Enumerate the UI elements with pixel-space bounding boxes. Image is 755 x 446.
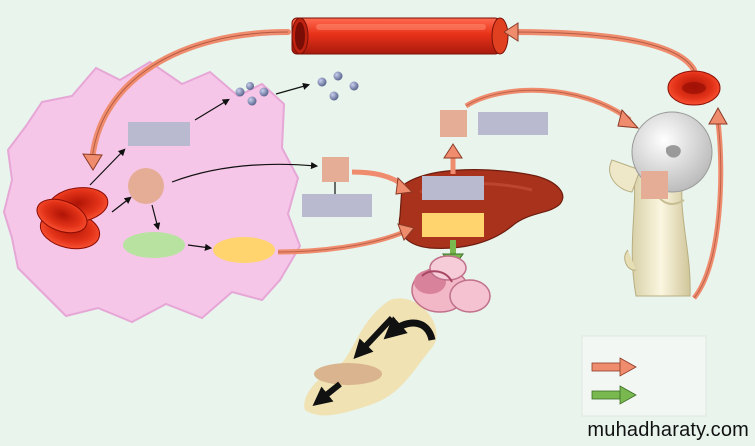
bilirubin-oval (213, 237, 275, 263)
arrow-liver-to-bone-head (617, 108, 640, 129)
arrow-bone-to-rbc-head (708, 106, 728, 125)
transport-peach-box (322, 157, 349, 182)
biliverdin-oval (123, 232, 185, 258)
legend-green-arrow (591, 385, 637, 405)
intestine (411, 255, 491, 313)
arrow-rbc-to-vessel-head (503, 22, 519, 42)
stercobilin-oval (314, 363, 382, 385)
arrow-rbc-to-vessel (509, 29, 697, 73)
legend (581, 335, 707, 417)
legend-orange-arrow (591, 357, 637, 377)
arrow-biliverdin-to-bilirubin (187, 243, 213, 251)
arrow-bilirubin-to-liver-head (397, 223, 415, 241)
transport-label-box (302, 194, 372, 217)
bone-peach-box (641, 171, 668, 199)
arrow-rbc-to-labelbox (89, 148, 126, 186)
liver-top-label-box (478, 112, 548, 135)
reabsorption-curved-arrow (383, 316, 436, 342)
liver-label-box (422, 176, 484, 200)
bone (609, 111, 713, 297)
arrow-heme-to-iron-box (171, 161, 319, 183)
arrow-transport-to-liver-head (395, 176, 414, 195)
arrow-liver-up-head (443, 143, 463, 159)
arrow-dots-to-dots (275, 82, 311, 95)
excretion-arrow-2 (312, 381, 342, 406)
arrow-heme-to-biliverdin (151, 204, 161, 231)
liver-top-peach-box (440, 110, 467, 137)
arrow-rbc-to-heme (111, 196, 132, 213)
arrow-labelbox-to-dots (194, 98, 230, 121)
arrow-vessel-to-macrophage-head (82, 153, 103, 171)
molecule-dots-1 (235, 82, 269, 106)
watermark-text: muhadharaty.com (587, 419, 749, 441)
arrow-transport-to-liver (351, 169, 406, 188)
molecule-dots-2 (317, 71, 359, 101)
rbc-cluster (36, 187, 109, 250)
macrophage-top-label-box (128, 122, 190, 146)
blood-vessel (291, 17, 509, 55)
liver-yellow-box (422, 213, 484, 237)
rbc-single (667, 70, 721, 106)
heme-circle (128, 168, 164, 204)
legend-panel (581, 335, 707, 417)
